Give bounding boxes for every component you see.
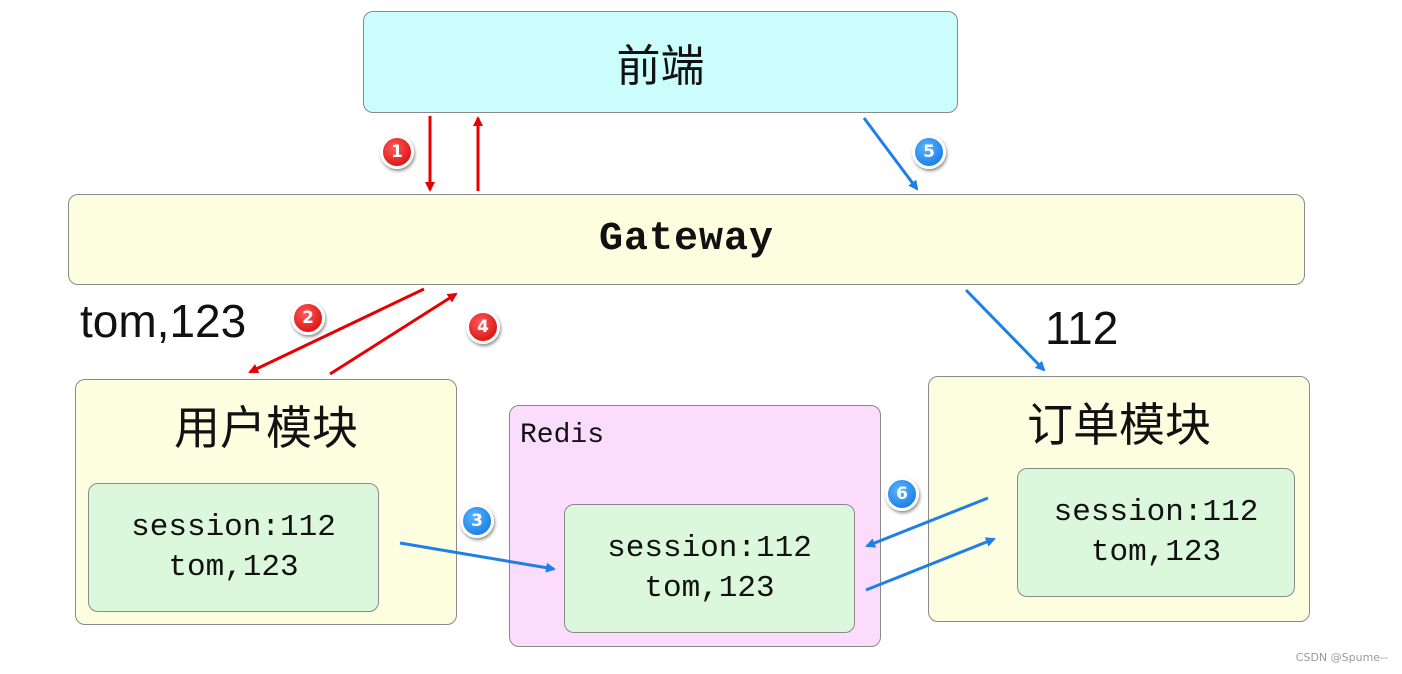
arrow-step-5: [862, 117, 919, 191]
gateway-label: Gateway: [598, 217, 775, 262]
step-badge-4: 4: [466, 310, 500, 344]
redis-session-box: session:112 tom,123: [564, 504, 855, 633]
order-session-box: session:112 tom,123: [1017, 468, 1295, 597]
arrow-step-2: [248, 287, 425, 374]
user-session-value: tom,123: [168, 549, 299, 585]
step-badge-6: 6: [885, 477, 919, 511]
arrow-redis-to-order: [865, 537, 996, 592]
user-session-box: session:112 tom,123: [88, 483, 379, 612]
arrow-step-6: [865, 496, 989, 548]
watermark-text: CSDN @Spume--: [1295, 651, 1388, 664]
order-session-key: session:112: [1053, 494, 1259, 530]
arrow-gateway-to-order: [964, 288, 1046, 372]
order-session-value: tom,123: [1090, 534, 1222, 570]
step-badge-1: 1: [380, 135, 414, 169]
redis-session-value: tom,123: [644, 570, 775, 606]
frontend-node: 前端: [363, 11, 958, 113]
arrow-step-4: [329, 292, 458, 376]
arrow-step-3: [399, 541, 556, 573]
frontend-label: 前端: [616, 41, 705, 92]
user-module-title: 用户模块: [174, 401, 358, 455]
user-session-key: session:112: [131, 509, 336, 545]
redis-label: Redis: [520, 420, 605, 451]
step-badge-2: 2: [291, 301, 325, 335]
session-id-label: 112: [1045, 302, 1119, 354]
order-module-title: 订单模块: [1027, 398, 1211, 452]
step-badge-5: 5: [912, 135, 946, 169]
gateway-node: Gateway: [68, 194, 1305, 285]
step-badge-3: 3: [460, 504, 494, 538]
credentials-label: tom,123: [80, 295, 247, 347]
redis-session-key: session:112: [607, 530, 812, 566]
